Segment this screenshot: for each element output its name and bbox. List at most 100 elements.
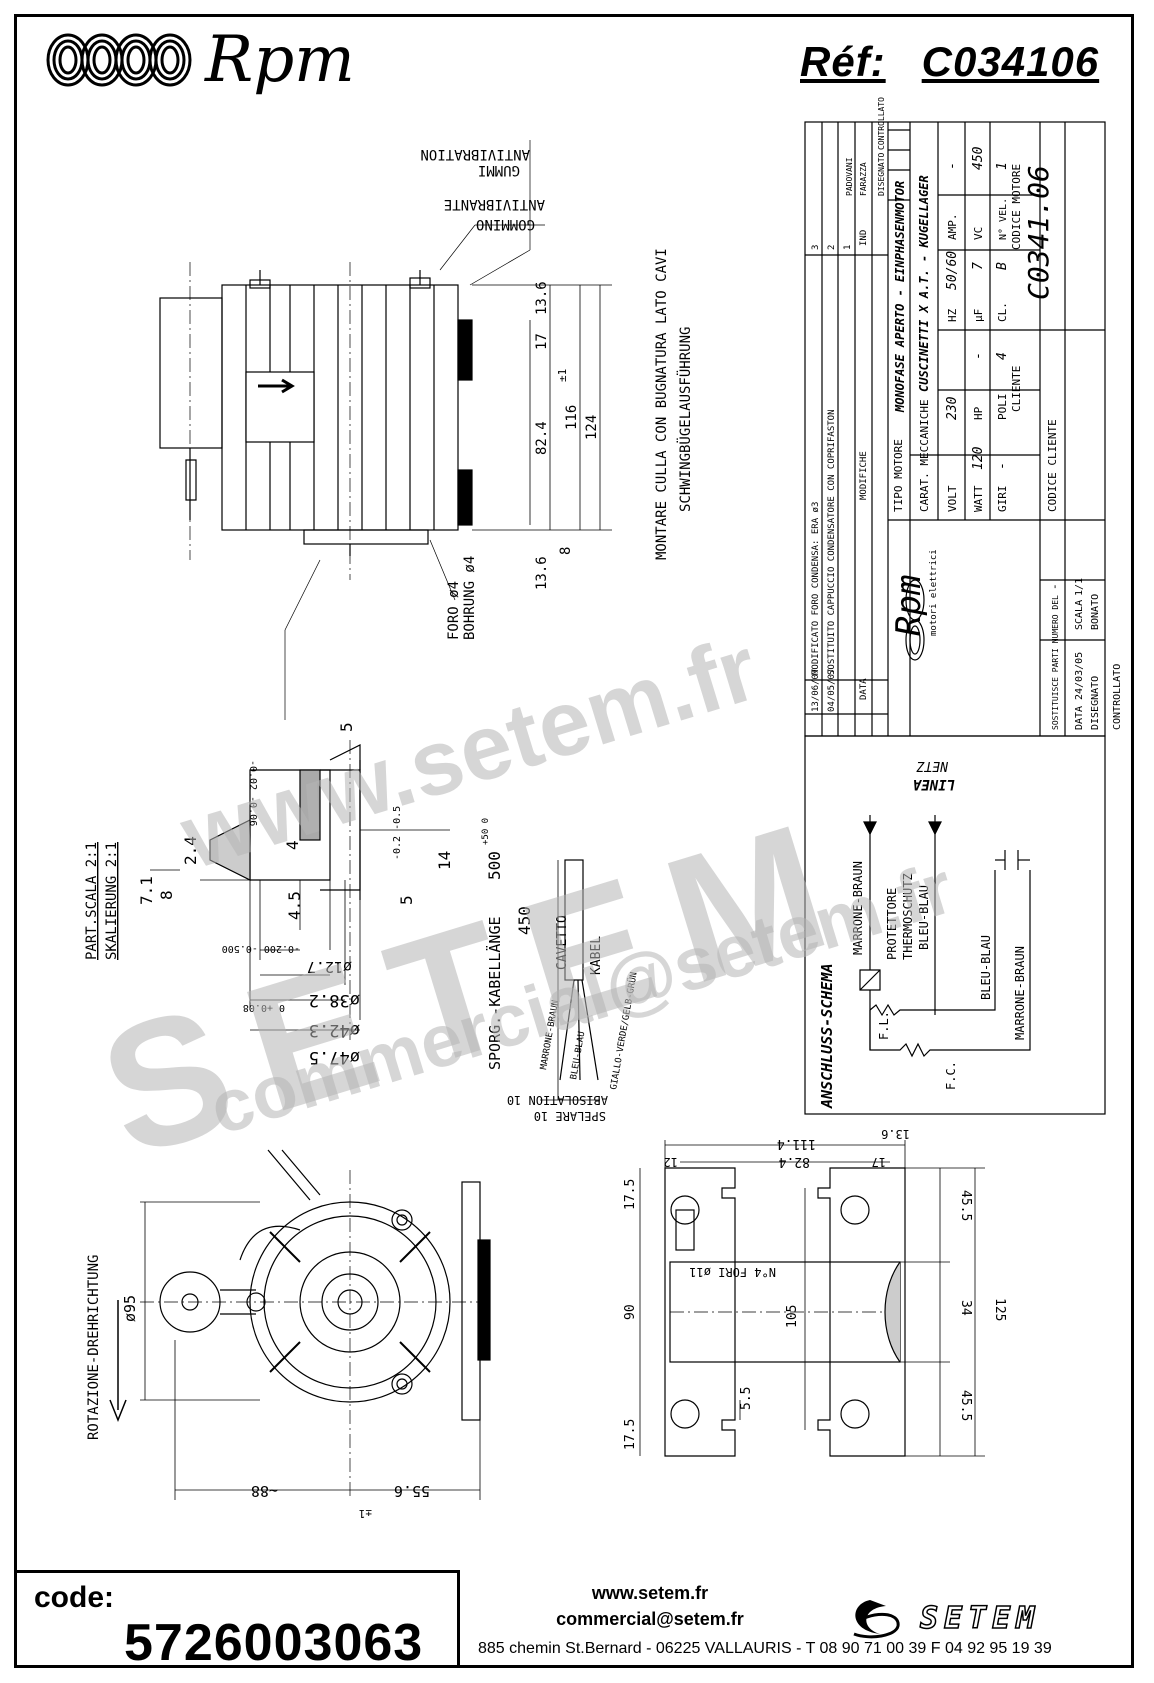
tb-tipo-motore-label: TIPO MOTORE (892, 439, 905, 512)
label-spelare: SPELARE 10 (534, 1109, 606, 1123)
tb-scala: 1/1 (1074, 578, 1085, 596)
tb-sig-controllato: CONTROLLATO (877, 97, 886, 150)
label-foro: FORO ø4 (446, 581, 462, 640)
tb-carat-label: CARAT. MECCANICHE (918, 399, 931, 512)
label-schwing: SCHWINGBÜGELAUSFÜHRUNG (676, 327, 694, 512)
bracket-view (639, 1140, 985, 1457)
tb-poli: 4 (995, 352, 1010, 360)
footer-contact: www.setem.fr commercial@setem.fr (545, 1580, 755, 1632)
tb-sostituisce-val: - (1048, 583, 1061, 590)
schema-netz: NETZ (916, 758, 949, 773)
tb-controllato-label: CONTROLLATO (1112, 664, 1123, 730)
tb-amp: - (945, 162, 960, 170)
dim-shaft-d12-7-tol: -0.200 -0.500 (222, 943, 300, 954)
tb-rev-head-modifiche: MODIFICHE (859, 451, 869, 500)
label-antivibrante: ANTIVIBRANTE (444, 196, 545, 212)
label-montare: MONTARE CULLA CON BUGNATURA LATO CAVI (654, 248, 670, 560)
label-skal: SKALIERUNG 2:1 (104, 842, 120, 960)
ref-value: C034106 (921, 38, 1100, 85)
tb-hp: - (971, 352, 986, 360)
dim-shaft-2-4: 2.4 (181, 836, 200, 865)
rpm-rings-logo (46, 33, 192, 87)
label-rotation: ROTAZIONE-DREHRICHTUNG (86, 1255, 102, 1440)
tb-giri-label: GIRI (996, 486, 1009, 513)
tb-sig-faraza: FARAZZA (859, 162, 868, 196)
schema-marrone-1: MARRONE-BRAUN (851, 861, 865, 955)
label-gommino: GOMMINO (476, 216, 535, 232)
tb-rev-3-text: MODIFICATO FORO CONDENSA: ERA ø3 (811, 502, 821, 675)
schema-bleu-1: BLEU-BLAU (917, 885, 931, 950)
dim-shaft-5-b-tol: -0.2 -0.5 (392, 806, 403, 860)
label-gummi: GUMMI (478, 162, 520, 178)
tb-carat: CUSCINETTI X A.T. - KUGELLAGER (917, 175, 931, 392)
tb-vc-label: VC (972, 227, 985, 240)
dim-bracket-125: 125 (992, 1298, 1007, 1321)
dim-side-116: 116 (564, 405, 580, 430)
tb-codice-cliente-label: CODICE CLIENTE (1046, 419, 1059, 512)
dim-cable-500: 500 (485, 851, 504, 880)
tb-cl-label: CL. (996, 302, 1009, 322)
dim-bracket-5-5: 5.5 (739, 1387, 754, 1410)
schema-marrone-2: MARRONE-BRAUN (1013, 946, 1027, 1040)
dim-bracket-34: 34 (958, 1300, 973, 1316)
footer-address: 885 chemin St.Bernard - 06225 VALLAURIS … (478, 1640, 1052, 1657)
tb-poli-label: POLI (996, 394, 1009, 421)
tb-rev-3: 3 (811, 245, 821, 250)
dim-cable-500-tol: +50 0 (481, 818, 491, 845)
dim-side-tol: ±1 (556, 369, 569, 382)
dim-bracket-105: 105 (785, 1305, 800, 1328)
dim-side-13-6-top: 13.6 (534, 281, 550, 315)
schema-bleu-2: BLEU-BLAU (979, 935, 993, 1000)
dim-shaft-7-1: 7.1 (137, 876, 156, 905)
tb-vc: 450 (971, 146, 986, 170)
motor-front-view (109, 1149, 491, 1500)
footer-web[interactable]: www.setem.fr (591, 1583, 709, 1603)
tb-data: 24/03/05 (1074, 652, 1085, 700)
schema-fl: F.L. (877, 1011, 891, 1040)
tb-disegnato-label: DISEGNATO (1090, 676, 1101, 730)
dim-shaft-d12-7: ø12.7 (307, 958, 352, 976)
tb-rev-head-ind: IND (859, 230, 869, 246)
tb-watt-label: WATT (972, 485, 985, 512)
dim-front-d95: ø95 (121, 1295, 139, 1322)
dim-side-8: 8 (558, 547, 574, 555)
dim-front-55-6: 55.6 (394, 1482, 430, 1500)
tb-scala-label: SCALA (1074, 600, 1085, 630)
tb-nvel: 1 (995, 162, 1010, 170)
label-kabel: KABEL (589, 936, 604, 975)
dim-shaft-14: 14 (435, 851, 454, 870)
dim-front-tol: ±1 (359, 1507, 372, 1520)
tb-cl: B (995, 262, 1010, 270)
tb-cliente-label: CLIENTE (1010, 366, 1023, 412)
tb-rev-2-text: SOSTITUITO CAPPUCCIO CONDENSATORE CON CO… (827, 409, 837, 675)
label-part-scala: PART.SCALA 2:1 (84, 842, 100, 960)
reference-code: Réf: C034106 (800, 38, 1099, 86)
dim-shaft-4: 4 (283, 840, 302, 850)
tb-codice-motore: C0341.06 (1022, 165, 1055, 300)
tb-hz: 50/60 (945, 251, 960, 290)
ref-label: Réf: (800, 38, 886, 85)
dim-bracket-82-4: 82.4 (779, 1154, 810, 1169)
dim-shaft-5-tol: -0.02 -0.06 (247, 760, 258, 826)
drawing-sheet (14, 14, 1134, 1668)
dim-side-13-6-bottom: 13.6 (534, 556, 550, 590)
dim-cable-450: 450 (515, 906, 534, 935)
dim-bracket-17-5-bottom: 17.5 (623, 1419, 638, 1450)
tb-bonato: BONATO (1090, 594, 1101, 630)
dim-shaft-d38-2: ø38.2 (309, 990, 360, 1010)
dim-shaft-d42-3: ø42.3 (309, 1020, 360, 1040)
tb-rev-2: 2 (827, 245, 837, 250)
tb-sig-padovani: PADOVANI (845, 157, 854, 196)
dim-shaft-5: 5 (337, 722, 356, 732)
schema-linea: LINEA (913, 776, 955, 792)
code-value: 5726003063 (124, 1614, 424, 1672)
tb-rev-1: 1 (843, 245, 853, 250)
tb-uf: 7 (971, 262, 986, 270)
dim-side-124: 124 (584, 415, 600, 440)
tb-giri: - (995, 462, 1010, 470)
tb-nvel-label: N° VEL. (998, 198, 1009, 240)
footer-email[interactable]: commercial@setem.fr (556, 1609, 744, 1629)
dim-bracket-13-6: 13.6 (881, 1127, 910, 1141)
tb-amp-label: AMP. (946, 214, 959, 241)
